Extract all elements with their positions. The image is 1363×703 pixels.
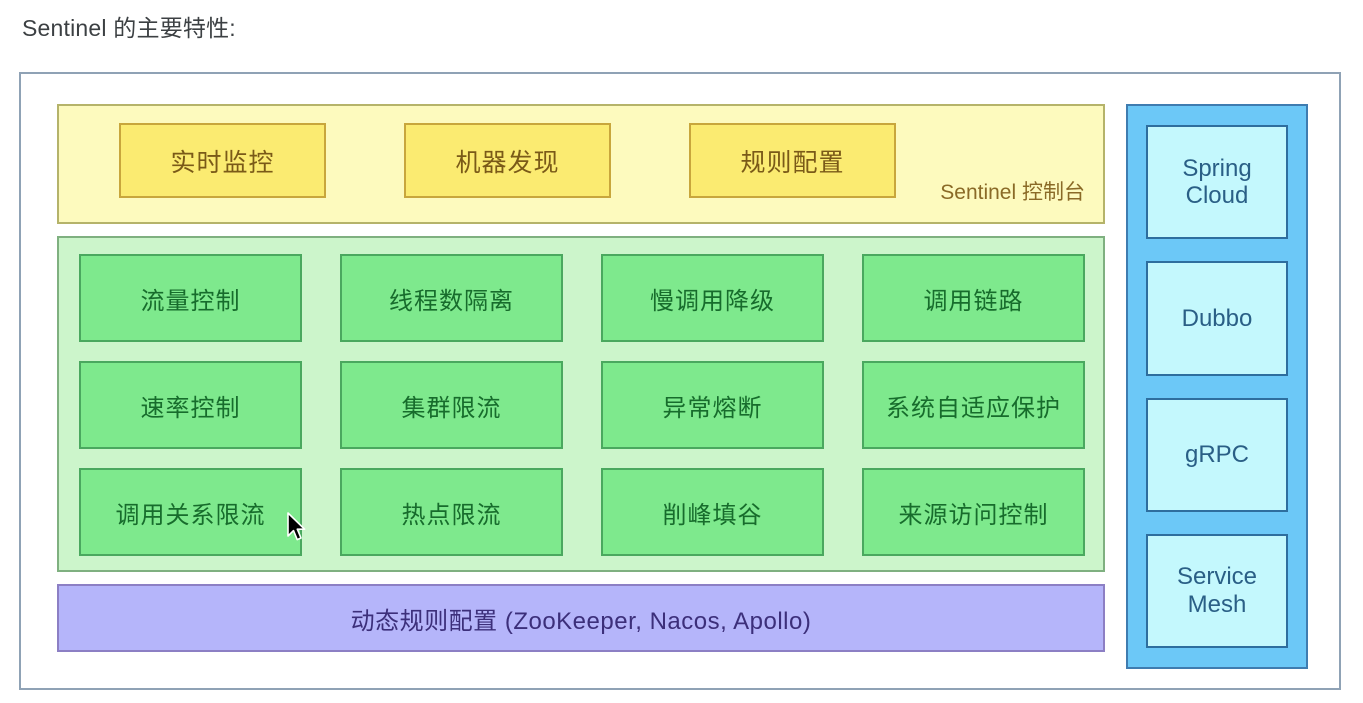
dynamic-rule-datasource-section: 动态规则配置 (ZooKeeper, Nacos, Apollo) xyxy=(57,584,1105,652)
core-feature-grid: 流量控制 线程数隔离 慢调用降级 调用链路 速率控制 集群限流 异常熔断 系统自… xyxy=(79,254,1085,556)
core-feature-flow-control[interactable]: 流量控制 xyxy=(79,254,302,342)
dashboard-feature-realtime-monitoring[interactable]: 实时监控 xyxy=(119,123,326,198)
core-feature-origin-access-control[interactable]: 来源访问控制 xyxy=(862,468,1085,556)
adapter-dubbo[interactable]: Dubbo xyxy=(1146,261,1288,376)
core-feature-exception-circuit-break[interactable]: 异常熔断 xyxy=(601,361,824,449)
page-title: Sentinel 的主要特性: xyxy=(22,15,236,41)
core-feature-relation-flow-control[interactable]: 调用关系限流 xyxy=(79,468,302,556)
sentinel-core-section: 流量控制 线程数隔离 慢调用降级 调用链路 速率控制 集群限流 异常熔断 系统自… xyxy=(57,236,1105,572)
sentinel-dashboard-section: 实时监控 机器发现 规则配置 Sentinel 控制台 xyxy=(57,104,1105,224)
core-feature-slow-call-degrade[interactable]: 慢调用降级 xyxy=(601,254,824,342)
dashboard-feature-rule-config[interactable]: 规则配置 xyxy=(689,123,896,198)
core-feature-hotspot-flow-control[interactable]: 热点限流 xyxy=(340,468,563,556)
core-feature-system-adaptive-protection[interactable]: 系统自适应保护 xyxy=(862,361,1085,449)
dashboard-feature-list: 实时监控 机器发现 规则配置 xyxy=(59,106,896,198)
dashboard-feature-machine-discovery[interactable]: 机器发现 xyxy=(404,123,611,198)
adapter-grpc[interactable]: gRPC xyxy=(1146,397,1288,512)
core-feature-rate-control[interactable]: 速率控制 xyxy=(79,361,302,449)
core-feature-cluster-flow-control[interactable]: 集群限流 xyxy=(340,361,563,449)
dashboard-section-caption: Sentinel 控制台 xyxy=(940,181,1085,204)
core-feature-thread-isolation[interactable]: 线程数隔离 xyxy=(340,254,563,342)
sentinel-left-stack: 实时监控 机器发现 规则配置 Sentinel 控制台 流量控制 线程数隔离 慢… xyxy=(57,104,1105,652)
core-feature-call-chain[interactable]: 调用链路 xyxy=(862,254,1085,342)
architecture-diagram: 实时监控 机器发现 规则配置 Sentinel 控制台 流量控制 线程数隔离 慢… xyxy=(19,72,1341,690)
core-feature-peak-shaving[interactable]: 削峰填谷 xyxy=(601,468,824,556)
